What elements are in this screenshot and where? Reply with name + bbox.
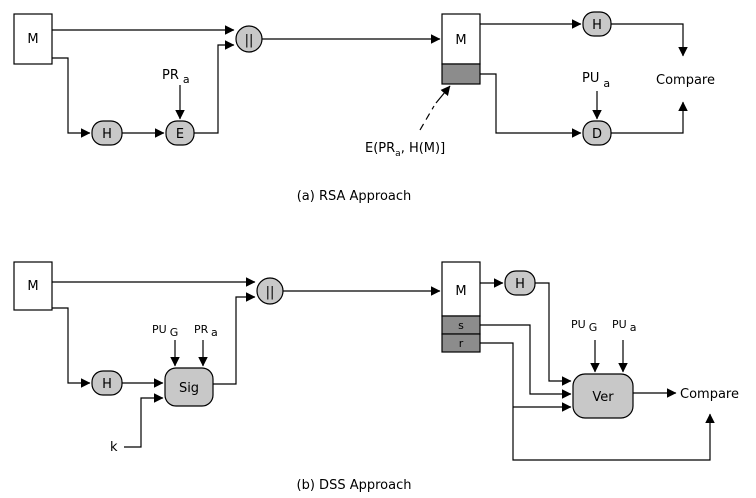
dss-hash-label: H xyxy=(102,377,112,392)
rsa-receiver-message-label: M xyxy=(455,33,466,48)
dss-r-to-compare-arrow xyxy=(480,342,715,461)
rsa-signature-pointer-dash xyxy=(419,105,435,131)
dss-message-to-hash-arrow xyxy=(52,307,91,388)
dss-sender-message-label: M xyxy=(27,279,38,294)
dss-hash-to-verify-arrow xyxy=(535,282,572,386)
dss-sign-label: Sig xyxy=(179,381,199,396)
rsa-signature-label: E(PRa, H(M)] xyxy=(365,141,445,159)
rsa-signature-block xyxy=(441,63,481,85)
dss-verify-label: Ver xyxy=(592,390,614,405)
dss-random-k-arrow xyxy=(124,393,164,448)
dss-verify-node xyxy=(572,373,634,419)
dss-r-component-label: r xyxy=(459,337,464,350)
rsa-signature-to-decrypt-arrow xyxy=(480,73,582,138)
rsa-hash-to-compare-arrow xyxy=(611,23,688,57)
rsa-caption: (a) RSA Approach xyxy=(297,189,412,204)
rsa-encrypt-label: E xyxy=(176,127,184,142)
dss-receiver-hash-label: H xyxy=(515,277,525,292)
rsa-hash-label: H xyxy=(102,127,112,142)
dss-sig-to-concat-arrow xyxy=(213,292,256,385)
dss-random-k-label: k xyxy=(110,440,118,455)
dss-s-to-verify-arrow xyxy=(480,324,572,399)
rsa-message-to-hash-arrow xyxy=(52,57,91,138)
dss-sign-node xyxy=(164,367,214,407)
dss-caption: (b) DSS Approach xyxy=(297,478,412,493)
dss-sender-message-box xyxy=(13,261,53,311)
dss-receiver-message-label: M xyxy=(455,284,466,299)
rsa-concat-label: || xyxy=(245,33,254,48)
rsa-decrypt-to-compare-arrow xyxy=(611,101,688,134)
dss-compare-label: Compare xyxy=(680,387,739,402)
dss-concat-label: || xyxy=(266,285,275,300)
rsa-decrypt-label: D xyxy=(592,127,602,142)
dss-s-component-label: s xyxy=(458,319,464,332)
rsa-receiver-hash-label: H xyxy=(592,18,602,33)
rsa-signature-pointer-arrow xyxy=(435,85,451,104)
rsa-encrypt-to-concat-arrow xyxy=(194,40,235,134)
rsa-compare-label: Compare xyxy=(656,73,715,88)
rsa-sender-message-label: M xyxy=(27,32,38,47)
rsa-sender-message-box xyxy=(13,13,53,65)
